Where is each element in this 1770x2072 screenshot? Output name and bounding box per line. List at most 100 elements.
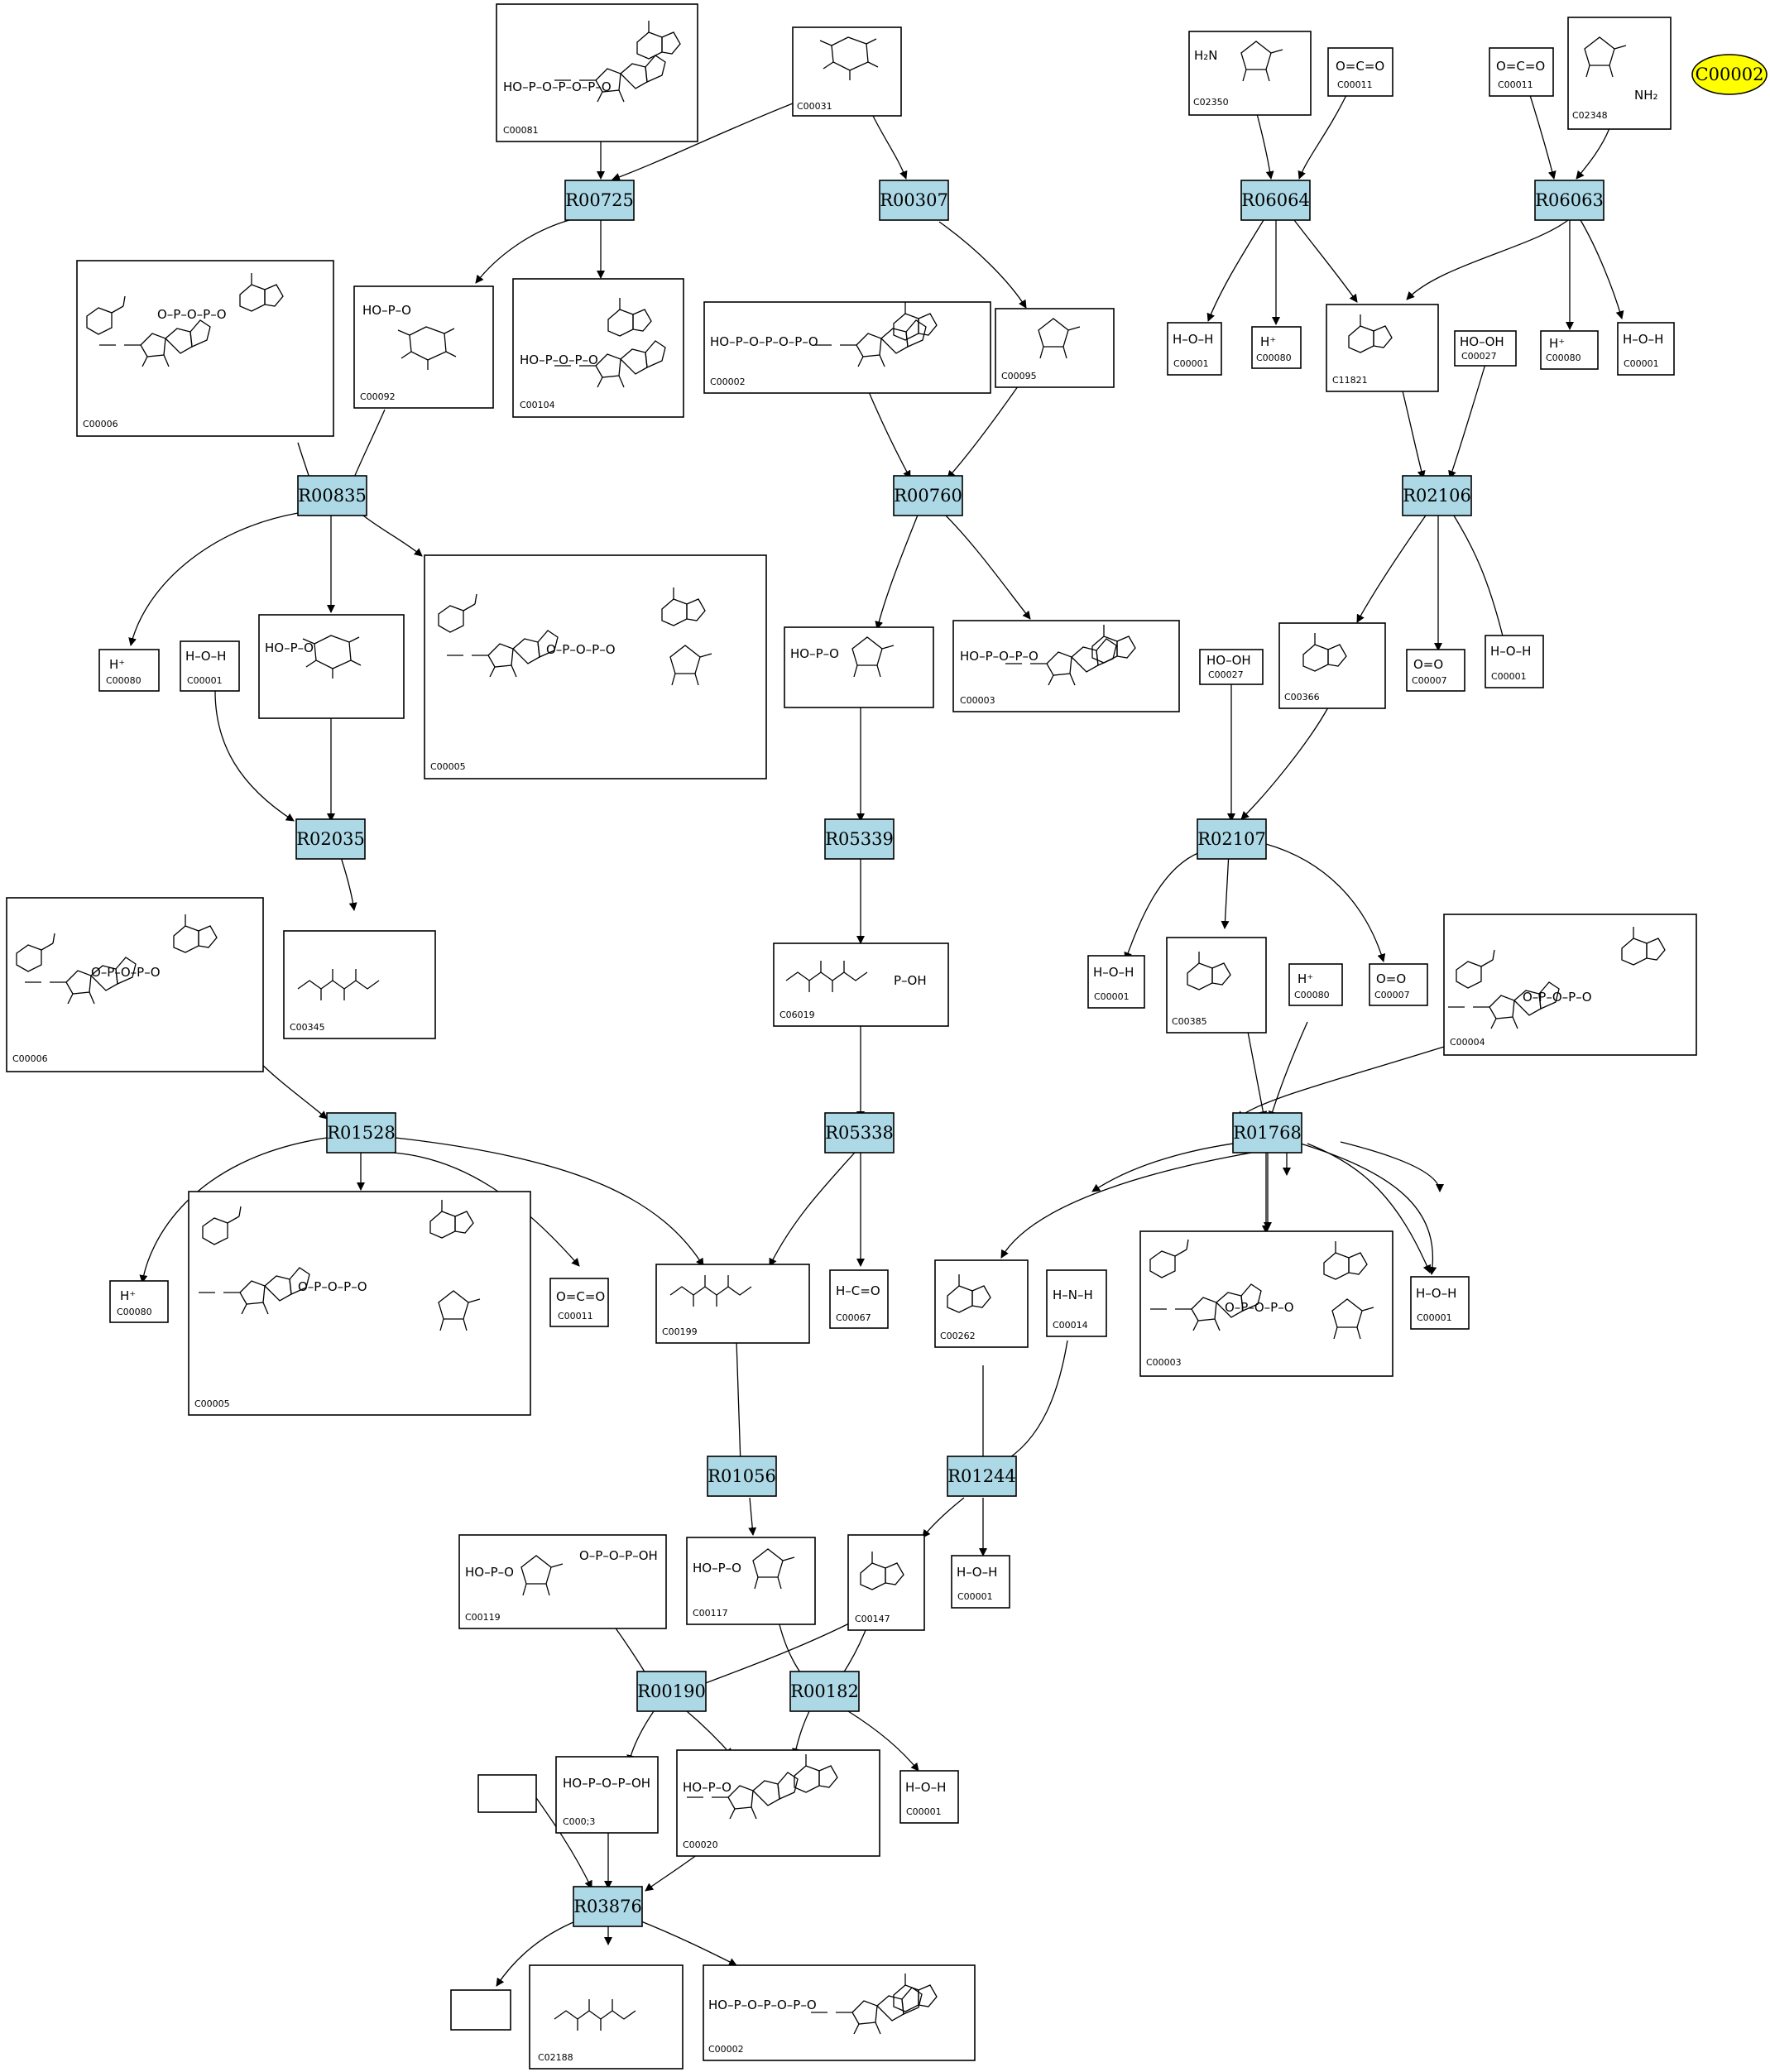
reaction-node[interactable]: R00835 [297,475,367,516]
compound-label: C00031 [797,101,832,112]
svg-text:NH₂: NH₂ [1634,88,1658,103]
compound-node[interactable]: C00095 [995,308,1115,388]
reaction-label: R00307 [880,190,948,210]
compound-node[interactable]: NH₂ C02348 [1567,17,1672,130]
reaction-node[interactable]: R05338 [824,1112,895,1154]
compound-node[interactable]: C00199 [655,1264,810,1344]
compound-node[interactable]: H–O–H C00001 [899,1770,959,1824]
reaction-label: R05339 [825,829,894,849]
compound-label: C00020 [683,1839,718,1850]
compound-node[interactable] [477,1774,537,1813]
compound-node[interactable]: H–C=O C00067 [829,1269,889,1329]
compound-node[interactable]: H–O–H C00001 [1485,635,1544,688]
compound-label: C00004 [1450,1037,1485,1048]
compound-node[interactable]: HO–P–O–P–OH C000;3 [555,1756,659,1834]
svg-text:HO–P–O: HO–P–O [465,1565,514,1580]
compound-node[interactable]: C02188 [529,1964,684,2070]
compound-label: C00080 [1294,990,1330,1000]
compound-node[interactable]: HO–P–O C00117 [686,1537,816,1625]
compound-label: C00001 [1417,1312,1452,1323]
compound-node[interactable]: HO–OH C00027 [1199,649,1264,685]
compound-node[interactable]: HO–P–O–P–O C00104 [512,278,684,418]
svg-text:H⁺: H⁺ [1260,334,1276,349]
compound-node[interactable]: O–P–O–P–O C00005 [188,1191,531,1416]
reaction-node[interactable]: R02107 [1197,818,1267,860]
reaction-node[interactable]: R00760 [893,475,963,516]
compound-node[interactable]: O=C=O C00011 [1327,47,1393,97]
compound-node[interactable]: H⁺ C00080 [1540,330,1599,370]
reaction-node[interactable]: R03876 [573,1886,643,1927]
compound-node[interactable]: H–O–H C00001 [1167,322,1222,376]
compound-node[interactable]: C11821 [1326,304,1439,392]
reaction-label: R06063 [1535,190,1604,210]
compound-node[interactable]: O=O C00007 [1369,963,1428,1006]
svg-text:HO–P–O: HO–P–O [265,640,314,655]
compound-label: C00007 [1374,990,1410,1000]
reaction-node[interactable]: R01768 [1232,1112,1302,1154]
compound-node[interactable]: H–O–H C00001 [1087,955,1145,1009]
compound-node[interactable]: H–O–H C00001 [180,640,240,692]
compound-node[interactable]: O=O C00007 [1406,649,1465,692]
compound-node[interactable]: H⁺ C00080 [109,1280,169,1323]
compound-node[interactable]: H⁺ C00080 [1288,963,1343,1006]
svg-text:HO–P–O–P–O–P–O: HO–P–O–P–O–P–O [708,1998,817,2012]
svg-text:HO–P–O: HO–P–O [683,1780,732,1795]
reaction-label: R01768 [1233,1123,1302,1143]
compound-node[interactable]: C00385 [1166,937,1267,1034]
svg-text:H⁺: H⁺ [120,1288,136,1303]
highlight-node[interactable]: C00002 [1691,54,1768,95]
reaction-node[interactable]: R05339 [824,818,895,860]
compound-node[interactable]: HO–P–O C00020 [676,1749,880,1857]
compound-node[interactable]: C00147 [847,1534,925,1631]
reaction-node[interactable]: R06064 [1240,180,1311,221]
reaction-node[interactable]: R00725 [564,180,635,221]
reaction-node[interactable]: R01528 [326,1112,396,1154]
svg-text:H–C=O: H–C=O [836,1283,880,1298]
compound-label: C00199 [662,1326,698,1337]
reaction-node[interactable]: R02106 [1402,475,1472,516]
compound-node[interactable]: H–O–H C00001 [1617,322,1675,376]
compound-label: C11821 [1332,375,1368,386]
compound-node[interactable]: C00345 [283,930,436,1039]
compound-node[interactable]: H⁺ C00080 [1251,326,1302,369]
compound-node[interactable]: C00031 [792,26,902,117]
reaction-node[interactable]: R01244 [947,1456,1017,1497]
compound-node[interactable]: C00262 [934,1259,1029,1348]
reaction-node[interactable]: R00190 [636,1671,707,1712]
compound-node[interactable]: O–P–O–P–O C00004 [1443,914,1697,1056]
compound-node[interactable]: C00366 [1278,622,1386,709]
reaction-node[interactable]: R06063 [1534,180,1605,221]
compound-node[interactable]: O–P–O–P–O C00003 [1139,1230,1393,1377]
compound-node[interactable]: P–OH C06019 [773,942,949,1027]
compound-node[interactable]: O=C=O C00011 [549,1278,609,1327]
compound-node[interactable]: O=C=O C00011 [1489,47,1554,97]
compound-node[interactable]: O–P–O–P–O C00006 [6,897,264,1072]
svg-text:H⁺: H⁺ [1298,971,1313,986]
compound-node[interactable]: O–P–O–P–O C00006 [76,260,334,437]
compound-node[interactable]: H–N–H C00014 [1046,1269,1107,1337]
compound-node[interactable] [450,1989,511,2031]
compound-node[interactable]: HO–P–O C00092 [353,285,494,409]
compound-node[interactable]: HO–P–O–P–O–P–O C00002 [703,301,991,394]
reaction-node[interactable]: R02035 [295,818,366,860]
reaction-label: R06064 [1241,190,1310,210]
compound-label: C00011 [1498,79,1533,90]
reaction-node[interactable]: R00307 [879,180,949,221]
compound-node[interactable]: H–O–H C00001 [1410,1276,1470,1330]
compound-node[interactable]: HO–P–O–P–O C00003 [952,620,1180,712]
compound-node[interactable]: HO–P–O O–P–O–P–OH C00119 [458,1534,667,1629]
reaction-node[interactable]: R00182 [789,1671,860,1712]
compound-node[interactable]: H₂N C02350 [1188,31,1312,116]
compound-node[interactable]: H⁺ C00080 [98,649,160,692]
compound-label: C00027 [1461,351,1497,362]
reaction-node[interactable]: R01056 [707,1456,777,1497]
compound-node[interactable]: HO–OH C00027 [1454,330,1517,367]
compound-node[interactable]: HO–P–O–P–O–P–O C00002 [703,1964,976,2061]
compound-node[interactable]: O–P–O–P–O C00005 [424,554,767,779]
compound-label: C000;3 [563,1816,595,1827]
compound-node[interactable]: H–O–H C00001 [951,1555,1010,1609]
compound-node[interactable]: HO–P–O [258,614,405,719]
compound-node[interactable]: HO–P–O–P–O–P–O C00081 [496,3,698,142]
compound-node[interactable]: HO–P–O [784,626,934,708]
